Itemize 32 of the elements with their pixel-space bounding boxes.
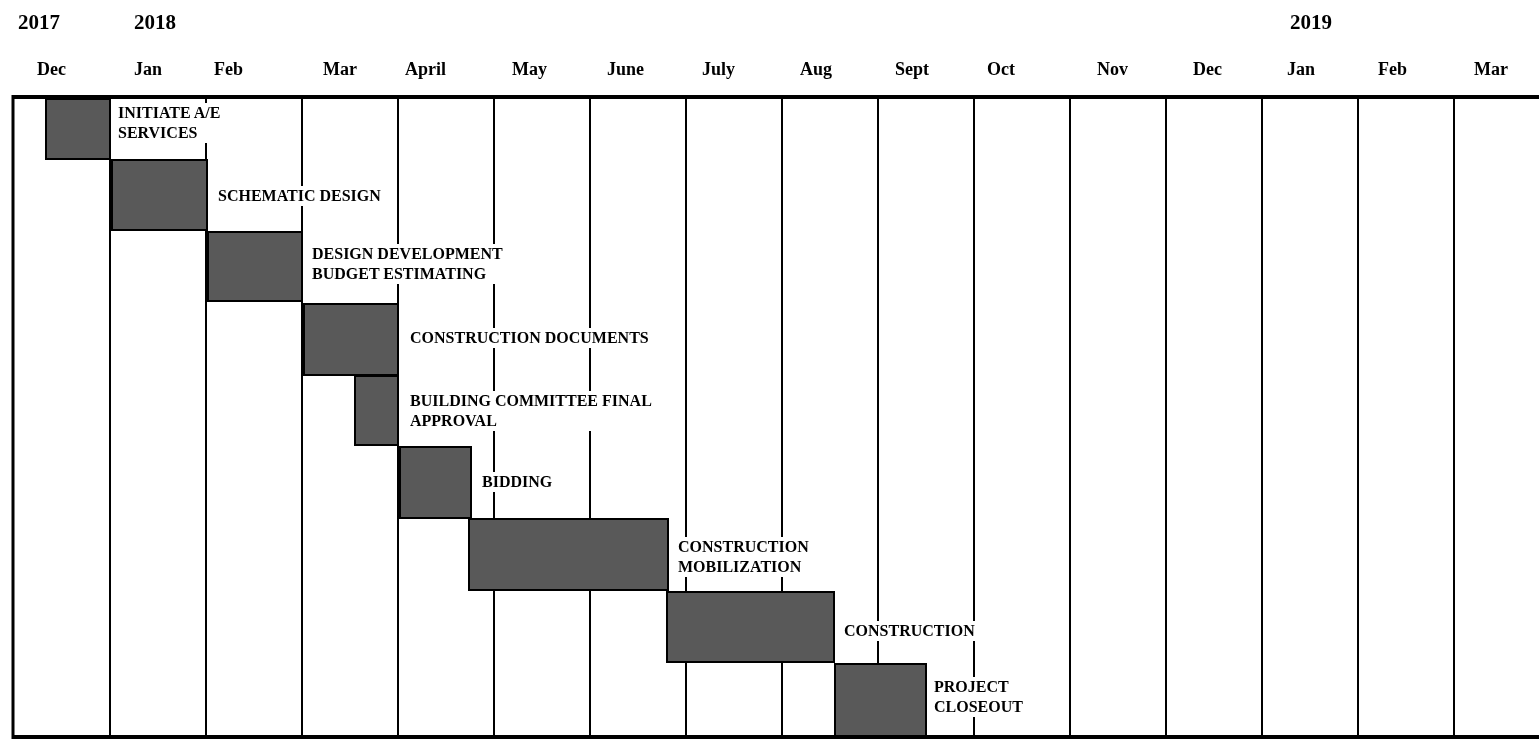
task-bar [207, 231, 303, 302]
month-label: May [512, 60, 547, 78]
month-label: Feb [214, 60, 243, 78]
task-label: CONSTRUCTION [842, 621, 977, 641]
month-label: Jan [134, 60, 162, 78]
task-bar [111, 159, 208, 231]
month-label: Mar [1474, 60, 1508, 78]
month-label: Sept [895, 60, 929, 78]
month-label: Dec [1193, 60, 1222, 78]
task-bar [399, 446, 472, 519]
year-label: 2018 [134, 12, 176, 33]
task-bar [834, 663, 927, 737]
month-label: April [405, 60, 446, 78]
task-label: SCHEMATIC DESIGN [216, 186, 383, 206]
task-bar [666, 591, 835, 663]
task-label: BIDDING [480, 472, 555, 492]
month-label: Jan [1287, 60, 1315, 78]
year-label: 2017 [18, 12, 60, 33]
month-label: Dec [37, 60, 66, 78]
task-bar [45, 98, 111, 160]
month-label: Feb [1378, 60, 1407, 78]
month-label: Oct [987, 60, 1015, 78]
year-label: 2019 [1290, 12, 1332, 33]
month-label: Aug [800, 60, 832, 78]
month-label: Nov [1097, 60, 1128, 78]
task-bar [303, 303, 399, 376]
task-label: CONSTRUCTION DOCUMENTS [408, 328, 651, 348]
task-bar [354, 375, 399, 446]
month-label: July [702, 60, 735, 78]
month-label: June [607, 60, 644, 78]
task-bar [468, 518, 669, 591]
month-label: Mar [323, 60, 357, 78]
